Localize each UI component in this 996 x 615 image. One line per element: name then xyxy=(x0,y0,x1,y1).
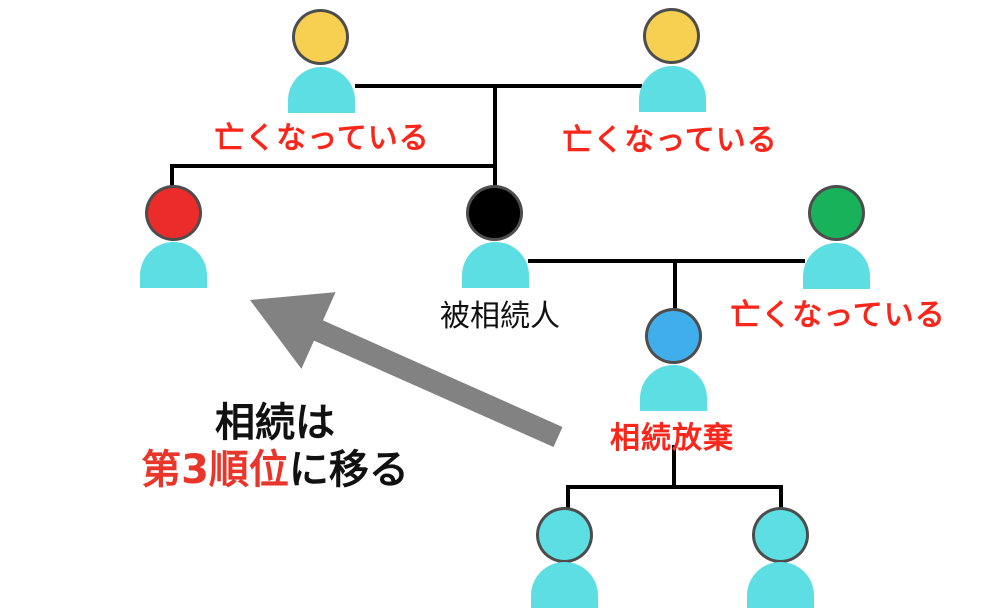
descent-line-below-child xyxy=(672,445,676,489)
person-body-icon xyxy=(288,67,355,113)
descent-line-to-child xyxy=(673,259,677,311)
marriage-line-decedent-spouse xyxy=(528,259,805,263)
person-body-icon xyxy=(531,562,598,608)
marriage-line-parents xyxy=(355,84,642,88)
grandchild-left-drop xyxy=(566,485,570,510)
note-line1: 相続は xyxy=(215,400,335,446)
person-body-icon xyxy=(747,562,814,608)
person-head-icon xyxy=(145,185,202,241)
person-head-icon xyxy=(466,185,523,241)
person-body-icon xyxy=(640,365,707,411)
person-head-icon xyxy=(808,185,865,241)
note-line2-rest: に移る xyxy=(288,447,409,493)
person-head-icon xyxy=(643,8,700,64)
note-line2: 第3順位に移る xyxy=(141,447,409,494)
person-head-icon xyxy=(752,507,809,563)
note-inheritance-moves: 相続は 第3順位に移る xyxy=(141,400,409,494)
person-head-icon xyxy=(645,308,702,364)
label-deceased-parent-left: 亡くなっている xyxy=(214,121,430,156)
label-decedent: 被相続人 xyxy=(440,299,560,334)
person-body-icon xyxy=(639,66,706,112)
label-deceased-spouse: 亡くなっている xyxy=(730,298,946,333)
note-line2-emphasis: 第3順位 xyxy=(141,447,289,493)
person-body-icon xyxy=(803,243,870,289)
descent-line-parents-vertical xyxy=(493,84,497,188)
grandchildren-branch-horizontal xyxy=(566,485,783,489)
grandchild-right-drop xyxy=(779,485,783,510)
sibling-branch-drop xyxy=(170,164,174,188)
person-body-icon xyxy=(462,242,529,288)
label-deceased-parent-right: 亡くなっている xyxy=(562,123,778,158)
person-head-icon xyxy=(536,507,593,563)
label-renunciation: 相続放棄 xyxy=(610,421,734,456)
person-body-icon xyxy=(140,242,207,288)
person-head-icon xyxy=(292,9,349,65)
sibling-branch-horizontal xyxy=(172,164,497,168)
